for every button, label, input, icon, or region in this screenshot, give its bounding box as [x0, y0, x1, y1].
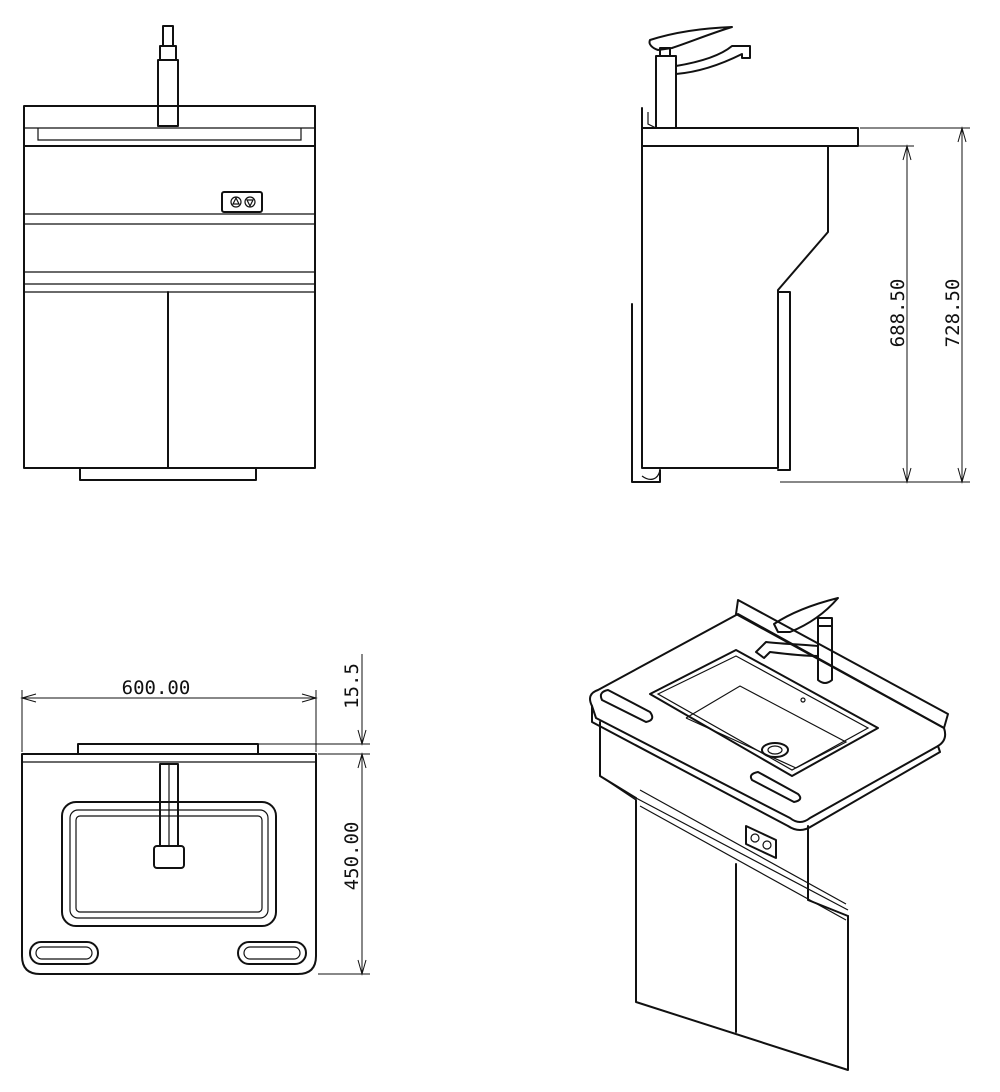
dim-depth: 450.00	[341, 822, 363, 891]
top-faucet	[153, 763, 185, 869]
iso-basin	[649, 649, 879, 777]
front-view	[23, 25, 316, 481]
side-countertop	[641, 107, 859, 147]
top-countertop	[21, 753, 317, 975]
dim-backsplash: 15.5	[341, 663, 363, 709]
dim-height-total: 728.50	[942, 279, 964, 348]
dim-width: 600.00	[122, 677, 191, 699]
dim-height-body: 688.50	[887, 279, 909, 348]
iso-control-panel	[745, 825, 777, 859]
top-view: 600.00 15.5 450.00	[20, 654, 370, 976]
iso-countertop	[589, 613, 947, 823]
iso-handle-slots	[599, 689, 802, 803]
side-view: 688.50 728.50	[631, 26, 970, 484]
side-faucet	[648, 26, 751, 129]
side-dimensions	[780, 126, 970, 484]
iso-faucet	[755, 597, 839, 684]
top-backsplash	[77, 743, 259, 755]
top-handle-slots	[29, 941, 307, 965]
isometric-view	[589, 597, 949, 1071]
front-faucet	[157, 25, 179, 127]
side-cabinet	[631, 145, 829, 483]
top-dimensions	[20, 654, 370, 976]
front-control-panel	[221, 191, 263, 213]
front-cabinet	[23, 145, 316, 481]
iso-cabinet	[599, 721, 849, 1071]
